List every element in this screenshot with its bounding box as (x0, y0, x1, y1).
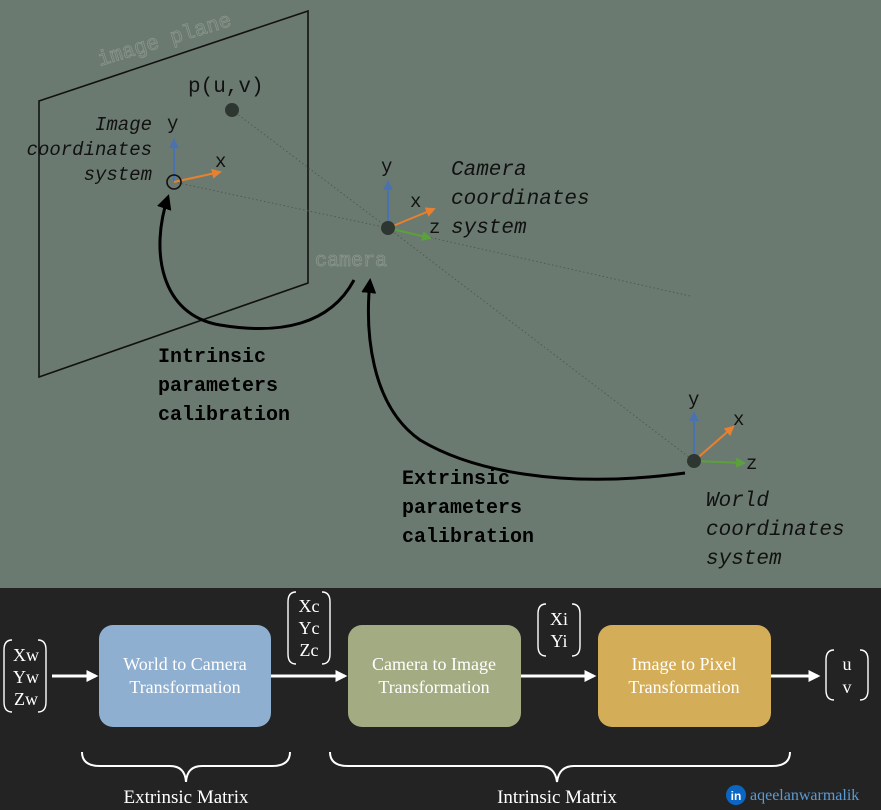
camera-vector-x: Xc (299, 596, 320, 616)
camera-to-image-box (348, 625, 521, 727)
world-vector-z: Zw (14, 689, 38, 709)
box2-line-1: Camera to Image (372, 654, 496, 674)
image-vector: Xi Yi (537, 603, 581, 657)
image-cs-line-2: coordinates (27, 139, 152, 161)
world-vector-x: Xw (13, 645, 39, 665)
camera-coordinate-axes: y x z (381, 156, 440, 242)
image-vector-x: Xi (550, 609, 568, 629)
camera-vector: Xc Yc Zc (287, 591, 331, 665)
box1-line-2: Transformation (129, 677, 240, 697)
camera-vector-y: Yc (299, 618, 320, 638)
top-panel (0, 0, 881, 588)
linkedin-handle[interactable]: aqeelanwarmalik (750, 787, 859, 804)
world-cs-line-1: World (706, 490, 769, 513)
world-to-camera-box (99, 625, 271, 727)
image-cs-line-3: system (84, 164, 152, 186)
world-vector: Xw Yw Zw (3, 639, 47, 713)
camera-cs-line-2: coordinates (451, 188, 590, 211)
world-cs-line-3: system (706, 548, 782, 571)
intrinsic-line-1: Intrinsic (158, 346, 266, 369)
world-x-axis (693, 425, 735, 462)
camera-x-label: x (410, 191, 421, 213)
box3-line-1: Image to Pixel (632, 654, 737, 674)
box3-line-2: Transformation (628, 677, 739, 697)
camera-z-axis (387, 227, 432, 242)
intrinsic-brace (329, 751, 791, 783)
image-coordinate-axes: y x (166, 113, 226, 190)
intrinsic-arrow (157, 194, 356, 331)
camera-z-label: z (429, 217, 440, 239)
camera-vector-z: Zc (300, 640, 319, 660)
world-coordinate-axes: y x z (687, 389, 757, 475)
image-cs-line-1: Image (95, 114, 152, 136)
pixel-vector: u v (825, 649, 869, 701)
extrinsic-matrix-label: Extrinsic Matrix (123, 787, 249, 808)
pixel-vector-v: v (843, 677, 852, 697)
camera-origin (381, 221, 395, 235)
box2-line-2: Transformation (378, 677, 489, 697)
image-cs-label: Image coordinates system (27, 114, 152, 186)
camera-cs-label: Camera coordinates system (451, 159, 590, 240)
image-plane (38, 9, 309, 379)
camera-cs-line-1: Camera (451, 159, 527, 182)
world-z-axis (693, 457, 746, 468)
world-vector-y: Yw (13, 667, 39, 687)
world-x-label: x (733, 409, 744, 431)
linkedin-icon-text: in (731, 789, 742, 803)
extrinsic-label: Extrinsic parameters calibration (402, 468, 534, 549)
image-vector-y: Yi (550, 631, 567, 651)
pixel-vector-u: u (843, 654, 852, 674)
extrinsic-line-1: Extrinsic (402, 468, 510, 491)
world-cs-label: World coordinates system (706, 490, 845, 571)
world-z-label: z (746, 453, 757, 475)
intrinsic-line-2: parameters (158, 375, 278, 398)
intrinsic-label: Intrinsic parameters calibration (158, 346, 290, 427)
camera-label: camera (315, 250, 387, 273)
world-cs-line-2: coordinates (706, 519, 845, 542)
point-label: p(u,v) (188, 76, 264, 99)
world-origin (687, 454, 701, 468)
projection-rays (173, 109, 695, 462)
camera-x-axis (387, 207, 436, 229)
intrinsic-line-3: calibration (158, 404, 290, 427)
extrinsic-line-3: calibration (402, 526, 534, 549)
linkedin-credit[interactable]: in aqeelanwarmalik (726, 785, 859, 805)
extrinsic-brace (81, 751, 291, 783)
camera-cs-line-3: system (451, 217, 527, 240)
image-to-pixel-box (598, 625, 771, 727)
camera-y-label: y (381, 156, 392, 178)
intrinsic-matrix-label: Intrinsic Matrix (497, 787, 617, 808)
point-puv (225, 103, 239, 117)
box1-line-1: World to Camera (123, 654, 247, 674)
image-x-axis (173, 168, 222, 183)
image-y-label: y (167, 113, 178, 135)
world-y-label: y (688, 389, 699, 411)
image-origin (166, 174, 182, 190)
extrinsic-line-2: parameters (402, 497, 522, 520)
image-x-label: x (215, 151, 226, 173)
linkedin-icon (726, 785, 746, 805)
extrinsic-arrow (361, 278, 686, 481)
